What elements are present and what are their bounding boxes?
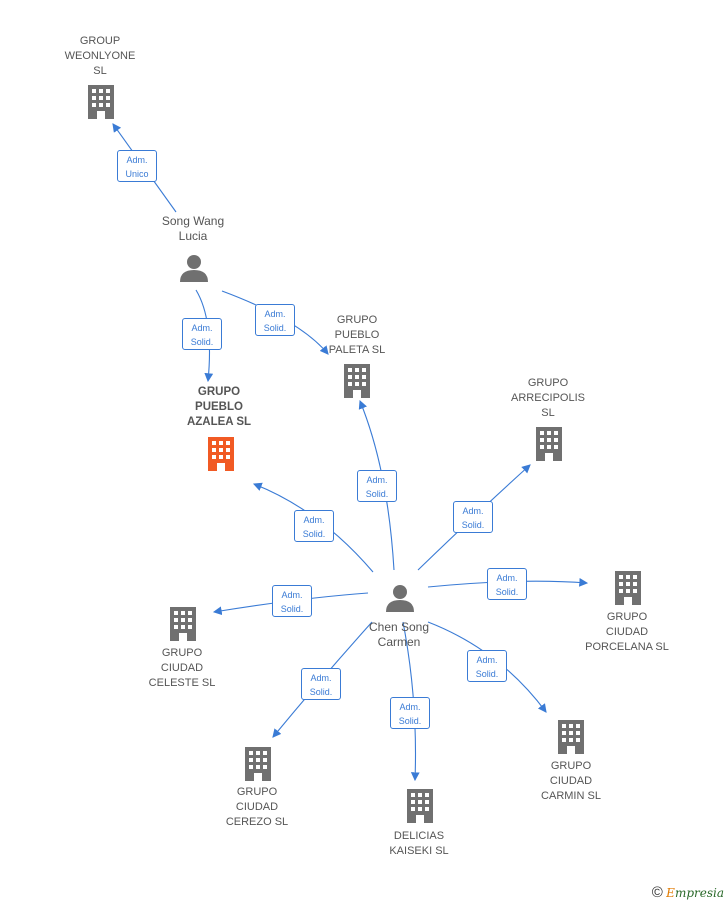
person-icon (180, 255, 208, 282)
copyright-icon: © (651, 884, 663, 901)
edge-label: Adm. Solid. (357, 470, 397, 502)
edge-label: Adm. Solid. (453, 501, 493, 533)
edge-label: Adm. Solid. (301, 668, 341, 700)
brand-initial: E (666, 886, 675, 900)
node-delicias-kaiseki[interactable]: DELICIAS KAISEKI SL (389, 830, 449, 857)
node-grupo-ciudad-carmin[interactable]: GRUPO CIUDAD CARMIN SL (541, 760, 601, 802)
node-song-wang-lucia[interactable]: Song Wang Lucia (161, 214, 225, 243)
node-grupo-ciudad-cerezo[interactable]: GRUPO CIUDAD CEREZO SL (225, 786, 289, 828)
building-icon (615, 571, 641, 605)
person-icon (386, 585, 414, 612)
edge-label: Adm. Solid. (182, 318, 222, 350)
building-icon (88, 85, 114, 119)
node-grupo-pueblo-azalea[interactable]: GRUPO PUEBLO AZALEA SL (186, 386, 252, 428)
brand-footer[interactable]: © Empresia (652, 884, 724, 901)
node-grupo-ciudad-celeste[interactable]: GRUPO CIUDAD CELESTE SL (148, 647, 216, 689)
node-chen-song-carmen[interactable]: Chen Song Carmen (368, 620, 430, 649)
edge-label: Adm. Solid. (255, 304, 295, 336)
brand-name: mpresia (674, 886, 724, 900)
edge-label: Adm. Solid. (487, 568, 527, 600)
building-icon (536, 427, 562, 461)
node-grupo-pueblo-paleta[interactable]: GRUPO PUEBLO PALETA SL (328, 314, 386, 356)
node-grupo-arrecipolis[interactable]: GRUPO ARRECIPOLIS SL (511, 377, 585, 419)
building-icon (245, 747, 271, 781)
edge-label: Adm. Solid. (390, 697, 430, 729)
building-icon (344, 364, 370, 398)
node-group-weonlyone[interactable]: GROUP WEONLYONE SL (64, 35, 136, 77)
building-icon (170, 607, 196, 641)
edge-label: Adm. Unico (117, 150, 157, 182)
edge-label: Adm. Solid. (467, 650, 507, 682)
node-grupo-ciudad-porcelana[interactable]: GRUPO CIUDAD PORCELANA SL (585, 611, 669, 653)
edge-label: Adm. Solid. (272, 585, 312, 617)
edge-label: Adm. Solid. (294, 510, 334, 542)
building-icon-highlight (208, 437, 234, 471)
building-icon (558, 720, 584, 754)
building-icon (407, 789, 433, 823)
